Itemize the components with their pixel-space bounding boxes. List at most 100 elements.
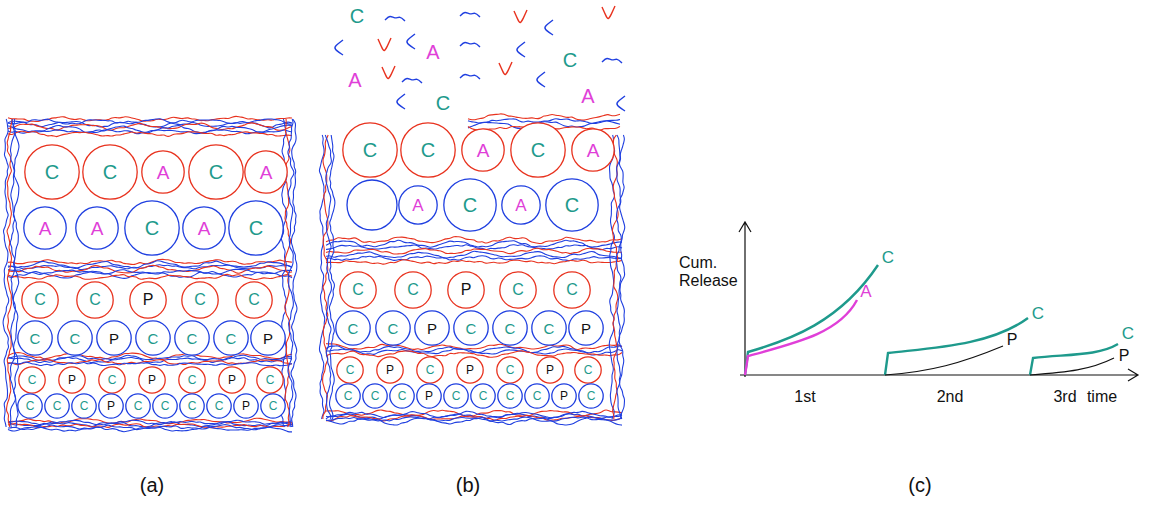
released-drug: C <box>436 92 450 115</box>
particle-circle: C <box>336 356 364 384</box>
particle-circle: C <box>497 383 523 409</box>
particle-circle: P <box>138 366 166 394</box>
particle-circle: C <box>179 393 205 419</box>
particle-circle: C <box>574 356 602 384</box>
particle-letter: C <box>584 364 593 376</box>
panel-label: (b) <box>456 474 480 497</box>
particle-letter: C <box>70 331 81 346</box>
particle-circle: C <box>389 383 415 409</box>
particle-circle: C <box>453 310 489 346</box>
particle-circle: C <box>152 393 178 419</box>
chart-label: C <box>1032 304 1044 324</box>
polymer-strands <box>3 6 625 432</box>
particle-letter: A <box>477 141 490 160</box>
particle-circle: P <box>536 356 564 384</box>
particle-letter: C <box>566 282 578 298</box>
particle-circle: A <box>182 206 226 250</box>
particle-circle: C <box>339 271 377 309</box>
particle-letter: A <box>260 163 273 182</box>
particle-circle: C <box>213 320 249 356</box>
particle-letter: C <box>103 162 117 182</box>
particle-letter: P <box>427 321 437 336</box>
particle-circle: P <box>551 383 577 409</box>
particle-letter: C <box>248 292 260 308</box>
particle-letter: C <box>188 374 197 386</box>
particle-letter: C <box>45 162 59 182</box>
particle-letter: P <box>425 390 433 402</box>
particle-circle: P <box>376 356 404 384</box>
particle-circle: C <box>228 200 284 256</box>
particle-circle: P <box>58 366 86 394</box>
particle-letter: C <box>407 282 419 298</box>
particle-circle: C <box>443 178 497 232</box>
panel-label: (a) <box>140 474 164 497</box>
particle-circle: A <box>501 185 541 225</box>
particle-circle: C <box>24 144 80 200</box>
particle-letter: C <box>352 282 364 298</box>
particle-circle: A <box>244 150 288 194</box>
y-axis <box>739 222 751 377</box>
particle-circle: C <box>496 356 524 384</box>
particle-circle: A <box>461 128 505 172</box>
particle-letter: C <box>26 400 35 412</box>
particle-letter: C <box>53 400 62 412</box>
release-curve <box>745 300 857 375</box>
particle-letter: P <box>581 321 591 336</box>
particle-letter: C <box>194 292 206 308</box>
particle-circle: P <box>416 383 442 409</box>
particle-circle: C <box>17 320 53 356</box>
chart-label: 1st <box>794 388 815 406</box>
particle-letter: C <box>505 321 516 336</box>
particle-circle: C <box>206 393 232 419</box>
particle-circle: C <box>499 271 537 309</box>
particle-circle: C <box>57 320 93 356</box>
particle-circle: P <box>447 271 485 309</box>
particle-circle: C <box>510 122 566 178</box>
particle-letter: C <box>388 321 399 336</box>
particle-circle: C <box>188 144 244 200</box>
chart-label: P <box>1007 331 1018 349</box>
particle-circle: C <box>362 383 388 409</box>
particle-letter: A <box>515 197 526 214</box>
particle-letter: C <box>161 400 170 412</box>
particle-letter: C <box>398 390 407 402</box>
particle-circle: A <box>141 150 185 194</box>
released-drug: A <box>348 69 361 92</box>
particle-circle: C <box>256 366 284 394</box>
particle-circle: P <box>129 281 167 319</box>
particle-circle: A <box>571 128 615 172</box>
chart-label: Cum. Release <box>679 254 745 291</box>
particle-letter: C <box>266 374 275 386</box>
chart-label: time <box>1087 388 1117 406</box>
particle-letter: C <box>188 400 197 412</box>
particle-letter: C <box>34 292 46 308</box>
particle-letter: C <box>226 331 237 346</box>
particle-circle: C <box>545 178 599 232</box>
particle-letter: C <box>506 364 515 376</box>
particle-letter: P <box>546 364 554 376</box>
particle-circle: C <box>76 281 114 319</box>
particle-letter: P <box>386 364 394 376</box>
released-drug: A <box>581 85 594 108</box>
particle-circle: C <box>174 320 210 356</box>
particle-circle: C <box>44 393 70 419</box>
particle-circle: A <box>23 206 67 250</box>
particle-letter: P <box>466 364 474 376</box>
particle-letter: C <box>421 140 435 160</box>
particle-letter: A <box>412 197 423 214</box>
panel-label: (c) <box>908 474 931 497</box>
particle-letter: C <box>215 400 224 412</box>
particle-letter: P <box>148 374 156 386</box>
particle-circle: P <box>233 393 259 419</box>
particle-circle: C <box>400 122 456 178</box>
particle-letter: P <box>68 374 76 386</box>
particle-circle: C <box>71 393 97 419</box>
particle-letter: P <box>228 374 236 386</box>
chart-label: P <box>1119 347 1130 365</box>
particle-letter: C <box>512 282 524 298</box>
particle-letter: C <box>344 390 353 402</box>
particle-circle: C <box>124 200 180 256</box>
particle-letter: C <box>363 140 377 160</box>
particle-circle: C <box>17 393 43 419</box>
